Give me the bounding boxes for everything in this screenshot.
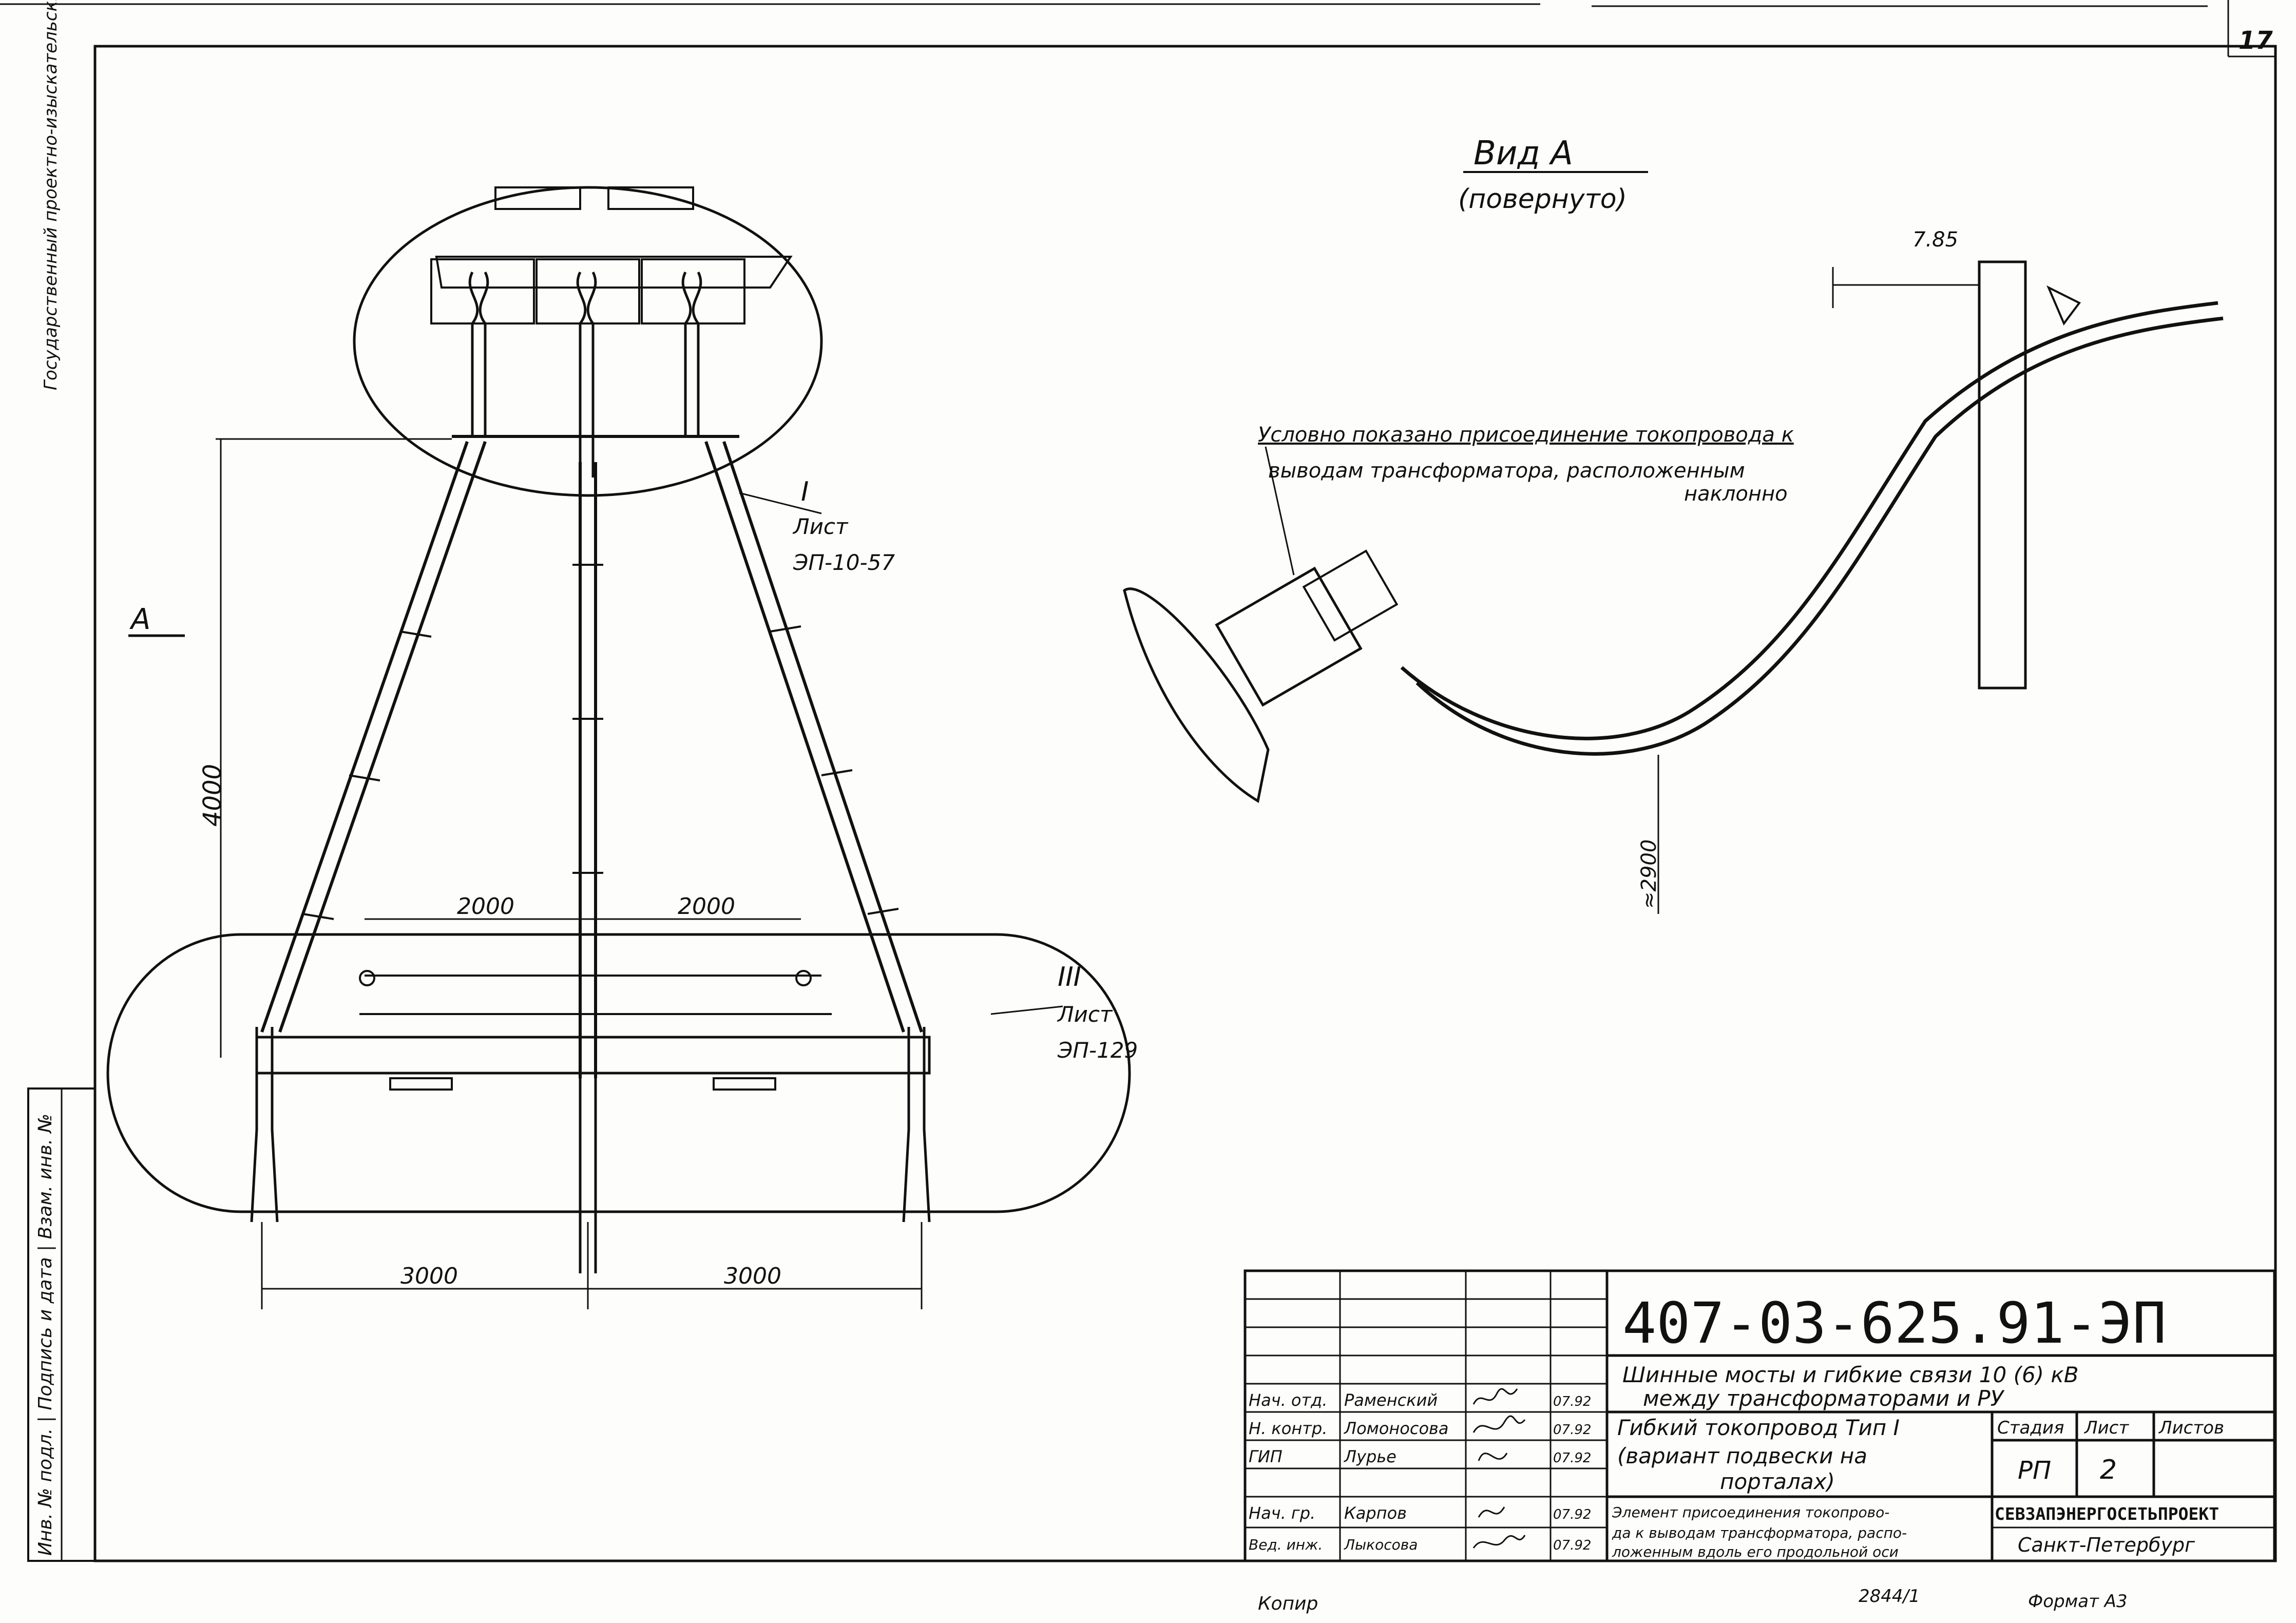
footer-format: Формат А3 bbox=[2028, 1591, 2128, 1612]
drawing-title-line-2: (вариант подвески на bbox=[1617, 1443, 1867, 1468]
svg-text:Лыкосова: Лыкосова bbox=[1344, 1536, 1418, 1553]
sheets-label: Листов bbox=[2158, 1418, 2224, 1438]
conductor-middle bbox=[579, 462, 597, 1078]
signer-row: Н. контр. Ломоносова 07.92 bbox=[1249, 1419, 1591, 1438]
note-line-2: выводам трансформатора, расположенным bbox=[1268, 459, 1745, 483]
dim-lower-left: 3000 bbox=[400, 1263, 458, 1289]
sheet-title-line-2: да к выводам трансформатора, распо- bbox=[1612, 1524, 1907, 1541]
svg-text:Нач. гр.: Нач. гр. bbox=[1249, 1503, 1315, 1523]
sheet-title-line-1: Элемент присоединения токопрово- bbox=[1612, 1504, 1889, 1521]
signer-row: Нач. гр. Карпов 07.92 bbox=[1249, 1503, 1591, 1523]
note-line-3: наклонно bbox=[1684, 482, 1788, 506]
organization-city: Санкт-Петербург bbox=[2018, 1534, 2195, 1556]
project-name-line-1: Шинные мосты и гибкие связи 10 (6) кВ bbox=[1622, 1362, 2079, 1387]
svg-text:07.92: 07.92 bbox=[1553, 1422, 1591, 1438]
view-marker-a: A bbox=[129, 603, 150, 636]
view-title: Вид А bbox=[1474, 135, 1573, 173]
callout-3-number: III bbox=[1058, 962, 1081, 992]
dimension-lines bbox=[128, 438, 923, 1309]
svg-text:Ломоносова: Ломоносова bbox=[1344, 1419, 1449, 1438]
organization-name: СЕВЗАПЭНЕРГОСЕТЬПРОЕКТ bbox=[1995, 1504, 2219, 1524]
lower-insulator-strings bbox=[250, 1027, 931, 1273]
signer-row: ГИП Лурье 07.92 bbox=[1249, 1447, 1591, 1466]
dim-lower-right: 3000 bbox=[724, 1263, 781, 1289]
insulator-string-left bbox=[468, 271, 489, 436]
view-subtitle: (повернуто) bbox=[1458, 184, 1627, 215]
callout-1-ref: ЭП-10-57 bbox=[793, 550, 895, 575]
left-margin-stamp: Государственный проектно-изыскательский … bbox=[27, 0, 96, 1562]
sheet-value: 2 bbox=[2100, 1455, 2117, 1485]
drawing-title-line-1: Гибкий токопровод Тип I bbox=[1617, 1415, 1900, 1440]
svg-text:07.92: 07.92 bbox=[1553, 1450, 1591, 1466]
svg-text:Вед. инж.: Вед. инж. bbox=[1249, 1536, 1323, 1553]
dim-height-4000: 4000 bbox=[198, 764, 227, 827]
svg-text:07.92: 07.92 bbox=[1553, 1538, 1591, 1553]
svg-text:ГИП: ГИП bbox=[1249, 1447, 1283, 1466]
note-line-1: Условно показано присоединение токопрово… bbox=[1258, 423, 1794, 447]
conductor-left bbox=[260, 441, 487, 1033]
drawing-title-line-3: порталах) bbox=[1720, 1469, 1835, 1494]
stage-value: РП bbox=[2018, 1456, 2051, 1485]
front-view: A 4000 2000 2000 3000 3000 I Лист ЭП-10-… bbox=[106, 186, 1138, 1309]
stage-label: Стадия bbox=[1997, 1418, 2064, 1438]
project-name-line-2: между трансформаторами и РУ bbox=[1643, 1386, 2005, 1411]
insulator-string-middle bbox=[576, 271, 597, 478]
detail-oval-bottom bbox=[106, 933, 1131, 1213]
detail-oval-top bbox=[353, 186, 823, 497]
callout-1-word: Лист bbox=[792, 514, 849, 539]
svg-text:Нач. отд.: Нач. отд. bbox=[1249, 1390, 1327, 1410]
document-code: 407-03-625.91-ЭП bbox=[1622, 1290, 2167, 1356]
svg-text:Раменский: Раменский bbox=[1344, 1390, 1438, 1410]
svg-text:07.92: 07.92 bbox=[1553, 1507, 1591, 1522]
dim-upper-left: 2000 bbox=[457, 893, 514, 920]
archive-columns-text: Инв. № подл. | Подпись и дата | Взам. ин… bbox=[35, 1114, 56, 1556]
signer-row: Вед. инж. Лыкосова 07.92 bbox=[1249, 1536, 1591, 1553]
side-view-a: Вид А (повернуто) 7.85 Условно показано … bbox=[1123, 135, 2224, 914]
footer-inventory: 2844/1 bbox=[1859, 1586, 1920, 1607]
callout-3-ref: ЭП-129 bbox=[1057, 1038, 1138, 1063]
dim-top-785: 7.85 bbox=[1912, 228, 1958, 252]
sheet-label: Лист bbox=[2083, 1418, 2129, 1438]
footer-copied: Копир bbox=[1258, 1593, 1318, 1614]
portal-crossbar bbox=[255, 1036, 931, 1075]
page-number: 17 bbox=[2238, 26, 2273, 55]
flexible-conductor bbox=[1400, 301, 2224, 756]
org-stamp-text: Государственный проектно-изыскательский … bbox=[41, 0, 61, 390]
callout-3-word: Лист bbox=[1057, 1002, 1113, 1027]
svg-text:Карпов: Карпов bbox=[1344, 1503, 1407, 1523]
sheet-title-line-3: ложенным вдоль его продольной оси bbox=[1612, 1543, 1899, 1560]
dim-level-2900: ≈2900 bbox=[1637, 839, 1661, 909]
transformer-tank-edge bbox=[1123, 587, 1270, 803]
signatures bbox=[1472, 1388, 1526, 1549]
svg-text:07.92: 07.92 bbox=[1553, 1394, 1591, 1409]
title-block: 407-03-625.91-ЭП Шинные мосты и гибкие с… bbox=[1243, 1269, 2276, 1562]
svg-text:Н. контр.: Н. контр. bbox=[1249, 1419, 1327, 1438]
signer-row: Нач. отд. Раменский 07.92 bbox=[1249, 1390, 1591, 1410]
sheet-frame bbox=[0, 0, 2277, 1562]
portal-pole bbox=[1978, 260, 2027, 690]
svg-text:Лурье: Лурье bbox=[1344, 1447, 1396, 1466]
callout-1-number: I bbox=[801, 476, 809, 507]
insulator-string-right bbox=[681, 271, 702, 436]
spacers bbox=[302, 564, 899, 920]
dim-upper-right: 2000 bbox=[678, 893, 735, 920]
